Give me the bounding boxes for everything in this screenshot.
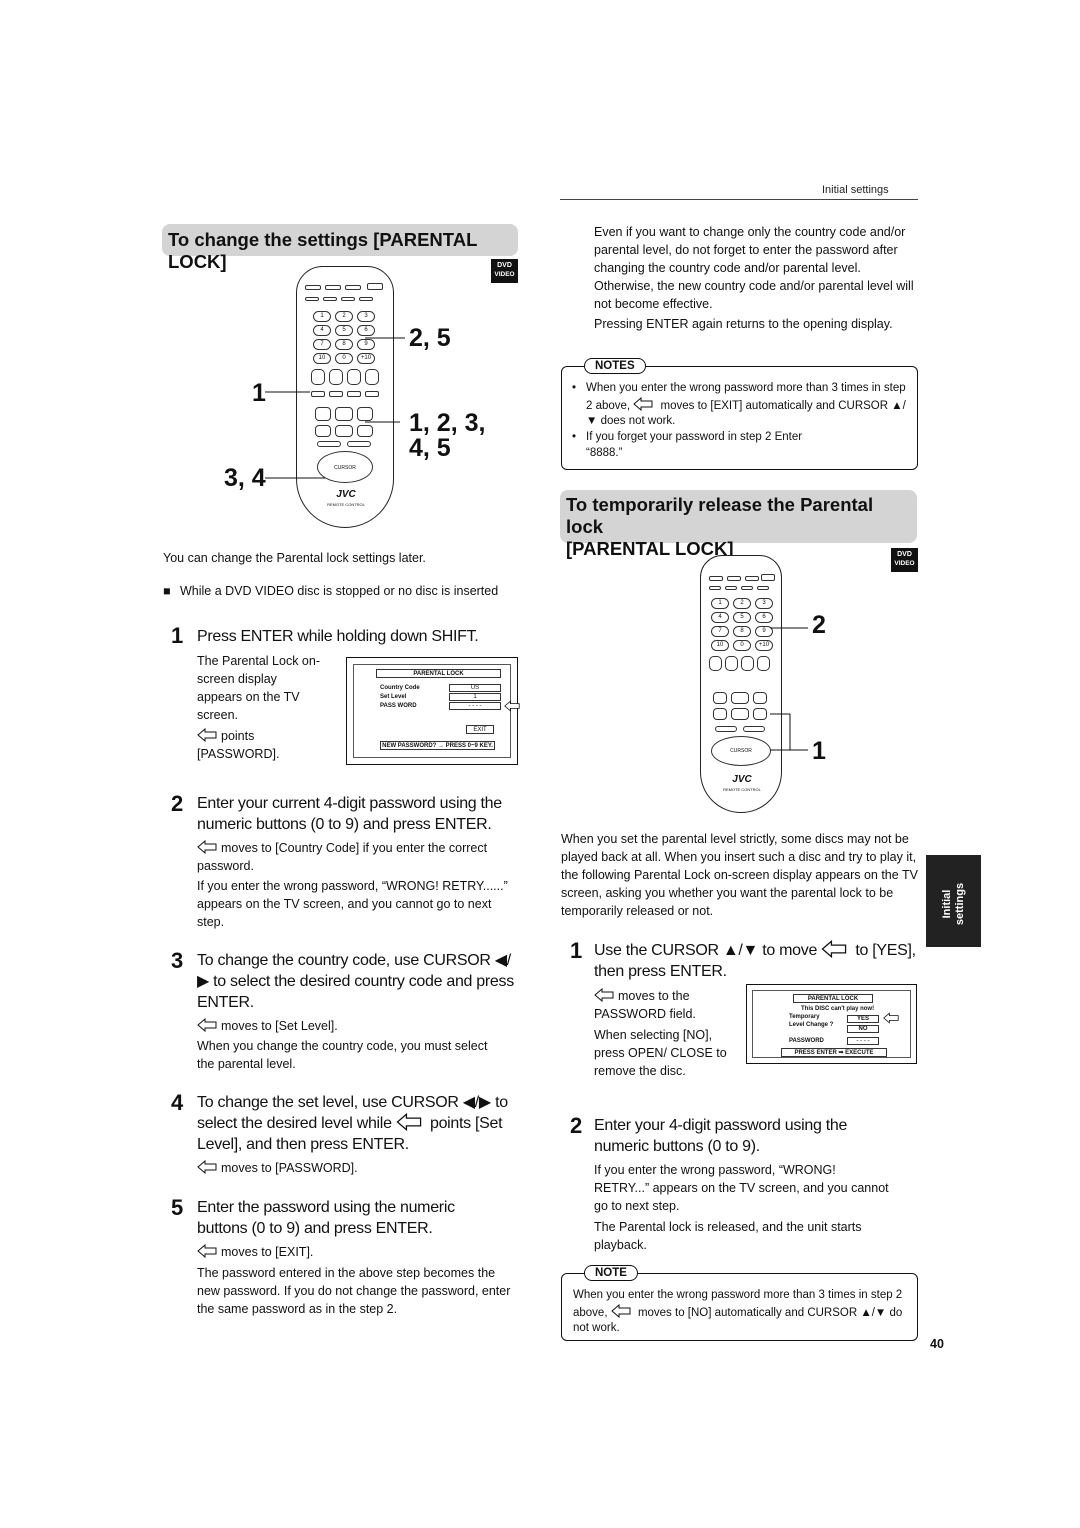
note-item: When you enter the wrong password more t… [586, 382, 906, 427]
callout-step-2-5: 2, 5 [409, 324, 451, 352]
step-body: moves to the PASSWORD field. [594, 988, 696, 1021]
osd-exit-button: EXIT [466, 725, 494, 734]
notes-box [561, 366, 918, 470]
paragraph: Even if you want to change only the coun… [594, 225, 914, 311]
osd-label: Temporary [789, 1014, 820, 1020]
step-body: The Parental lock is released, and the u… [594, 1220, 862, 1252]
pointer-arrow-icon [594, 988, 614, 1002]
note-tab: NOTE [584, 1265, 638, 1281]
callout-step-2: 2 [812, 611, 826, 639]
osd-parental-lock-screen: PARENTAL LOCK Country Code US Set Level … [346, 657, 520, 765]
callout-step-1: 1 [812, 737, 826, 765]
osd-message: This DISC can't play now! [801, 1006, 875, 1012]
step-number: 2 [570, 1113, 583, 1138]
step-number: 3 [171, 948, 184, 973]
pointer-arrow-icon [197, 1244, 217, 1258]
page-number: 40 [930, 1337, 944, 1351]
intro-text: When you set the parental level strictly… [561, 832, 918, 918]
callout-lines [265, 337, 405, 479]
osd-pointer-icon [504, 700, 520, 712]
step-heading: To change the set level, use CURSOR ◀/▶ … [197, 1094, 508, 1153]
section-title-temporary-release: To temporarily release the Parental lock… [560, 490, 917, 559]
step-body: If you enter the wrong password, “WRONG!… [594, 1163, 889, 1213]
callout-lines [770, 627, 808, 751]
osd-row-value: US [449, 684, 501, 692]
osd-title: PARENTAL LOCK [376, 669, 501, 678]
pointer-arrow-icon [197, 1018, 217, 1032]
osd-row-value: 1 [449, 693, 501, 701]
callout-step-1-2-3: 1, 2, 3, [409, 409, 486, 437]
step-number: 1 [171, 623, 184, 648]
step-number: 4 [171, 1090, 184, 1115]
note-item: If you forget your password in step 2 En… [586, 431, 803, 459]
remote-control-illustration: 1 2 3 4 5 6 7 8 9 10 0 +10 CURSOR JVC RE… [700, 555, 782, 813]
step-heading: Enter the password using the numeric but… [197, 1199, 455, 1237]
pointer-arrow-icon [197, 1160, 217, 1174]
paragraph: Pressing ENTER again returns to the open… [594, 317, 893, 331]
step-heading: Use the CURSOR ▲/▼ to move to [YES], the… [594, 940, 916, 980]
step-points: points [197, 727, 254, 745]
osd-row-value: - - - - [449, 702, 501, 710]
step-heading: Enter your 4-digit password using the nu… [594, 1117, 848, 1155]
osd-label: PASSWORD [789, 1038, 824, 1044]
pointer-arrow-icon [396, 1113, 422, 1131]
osd-temporary-release-screen: PARENTAL LOCK This DISC can't play now! … [746, 984, 917, 1064]
step-body: If you enter the wrong password, “WRONG!… [197, 879, 508, 929]
osd-label: Level Change ? [789, 1022, 834, 1028]
step-heading: To change the country code, use CURSOR ◀… [197, 952, 514, 1011]
pointer-arrow-icon [821, 940, 847, 958]
callout-step-1: 1 [252, 379, 266, 407]
pointer-arrow-icon [633, 396, 653, 411]
osd-pointer-icon [883, 1012, 899, 1024]
side-tab-initial-settings: Initial settings [926, 855, 981, 947]
osd-row-label: PASS WORD [380, 703, 417, 709]
running-header: Initial settings [822, 184, 889, 196]
step-heading: Press ENTER while holding down SHIFT. [197, 628, 479, 645]
note-text: When you enter the wrong password more t… [573, 1289, 903, 1334]
pointer-arrow-icon [197, 840, 217, 854]
remote-control-illustration: 1 2 3 4 5 6 7 8 9 10 0 +10 CURSOR JVC RE… [296, 266, 394, 528]
step-body: When selecting [NO], press OPEN/ CLOSE t… [594, 1028, 727, 1078]
osd-row-label: Set Level [380, 694, 407, 700]
step-number: 1 [570, 938, 583, 963]
step-body: The password entered in the above step b… [197, 1266, 511, 1316]
note-box [561, 1273, 918, 1341]
step-body: moves to [Set Level]. [197, 1017, 338, 1035]
section-title-change-settings: To change the settings [PARENTAL LOCK] [162, 224, 518, 272]
osd-row-label: Country Code [380, 685, 420, 691]
osd-yes-option: YES [847, 1015, 879, 1023]
step-heading: Enter your current 4-digit password usin… [197, 795, 502, 833]
step-number: 5 [171, 1195, 184, 1220]
step-number: 2 [171, 791, 184, 816]
condition-marker: ■ [163, 584, 171, 598]
osd-footer: PRESS ENTER ➡ EXECUTE [781, 1048, 887, 1057]
osd-password-field: - - - - [847, 1037, 879, 1045]
osd-title: PARENTAL LOCK [793, 994, 873, 1003]
callout-step-4-5: 4, 5 [409, 434, 451, 462]
step-body: The Parental Lock on-screen display appe… [197, 654, 320, 722]
callout-step-3-4: 3, 4 [224, 464, 266, 492]
osd-no-option: NO [847, 1025, 879, 1033]
pointer-arrow-icon [197, 728, 217, 742]
step-body: moves to [PASSWORD]. [197, 1159, 358, 1177]
step-points-target: [PASSWORD]. [197, 747, 280, 761]
step-body: moves to [Country Code] if you enter the… [197, 840, 488, 873]
step-body: When you change the country code, you mu… [197, 1039, 488, 1071]
osd-footer: NEW PASSWORD? → PRESS 0~9 KEY. [380, 741, 495, 750]
header-rule [560, 199, 918, 200]
step-body: moves to [EXIT]. [197, 1243, 313, 1261]
condition-text: While a DVD VIDEO disc is stopped or no … [180, 584, 499, 598]
intro-text: You can change the Parental lock setting… [163, 551, 426, 565]
notes-tab: NOTES [584, 358, 646, 374]
pointer-arrow-icon [610, 1303, 631, 1318]
